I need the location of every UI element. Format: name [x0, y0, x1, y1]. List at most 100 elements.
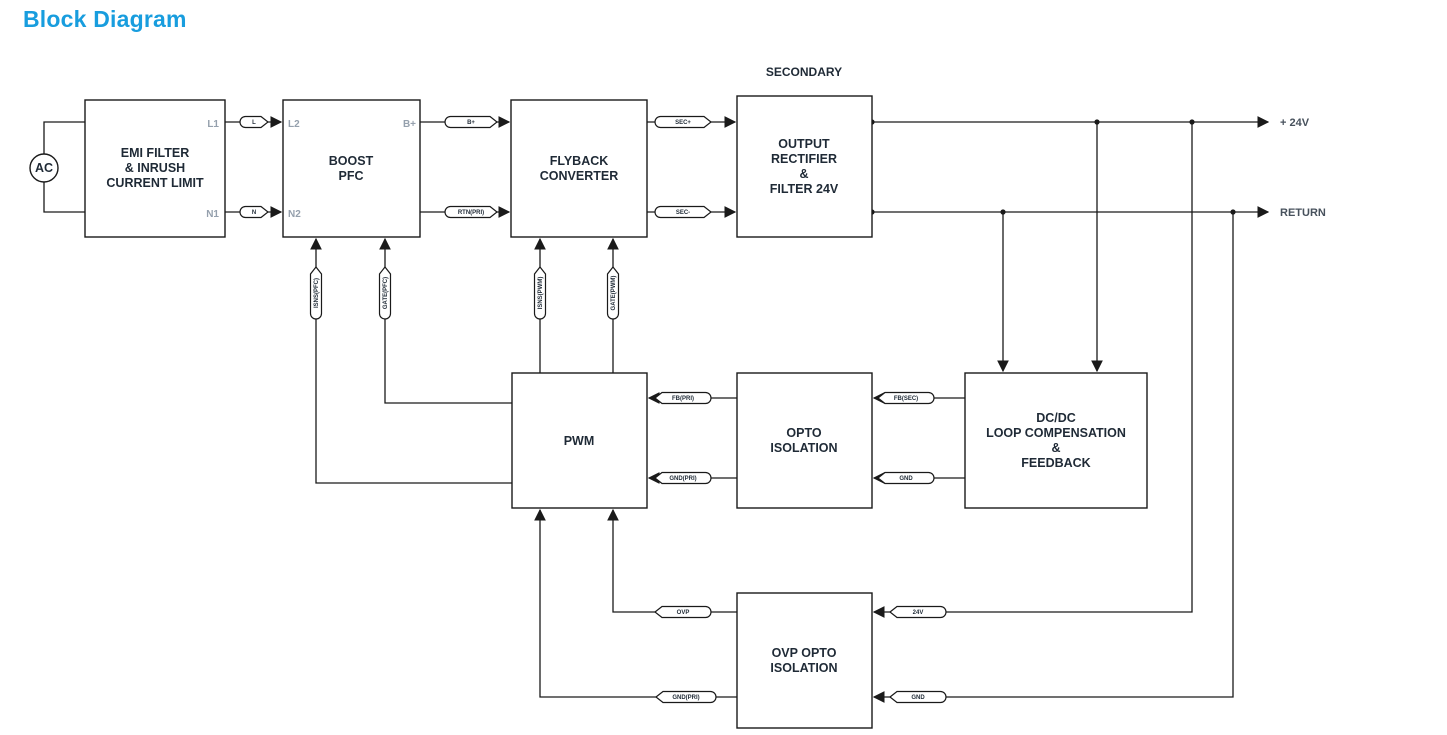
- net-flag-body: [877, 471, 935, 485]
- block-flyback-converter: FLYBACK CONVERTER: [510, 99, 648, 238]
- block-label: &: [1051, 441, 1060, 455]
- net-flag-gnd-sec: GND: [877, 471, 935, 485]
- net-flag-sec-plus: SEC+: [654, 115, 712, 129]
- block-label: FEEDBACK: [1021, 456, 1090, 470]
- block-label: CONVERTER: [540, 169, 618, 183]
- block-emi-filter: EMI FILTER & INRUSH CURRENT LIMIT: [84, 99, 226, 238]
- block-label: OVP OPTO: [772, 646, 837, 660]
- wire-ac-top: [43, 121, 85, 154]
- output-return-label: RETURN: [1280, 207, 1326, 219]
- block-label: BOOST: [329, 154, 374, 168]
- block-label: LOOP COMPENSATION: [986, 426, 1126, 440]
- block-label: &: [799, 167, 808, 181]
- net-flag-body: [309, 266, 323, 320]
- net-flag-body: [654, 391, 712, 405]
- net-flag-sec-minus: SEC-: [654, 205, 712, 219]
- net-flag-label: RTN(PRI): [458, 210, 484, 216]
- net-flag-body: [606, 266, 620, 320]
- net-flag-label: FB(SEC): [894, 396, 918, 402]
- wire-ovp-gnd-pri: [534, 508, 737, 698]
- net-flag-label: GND: [899, 476, 913, 482]
- net-flag-body: [877, 391, 935, 405]
- port-n2: N2: [288, 209, 301, 220]
- net-flag-ovp-gnd-pri: GND(PRI): [655, 690, 717, 704]
- net-flag-body: [444, 115, 498, 129]
- net-flag-l: L: [239, 115, 269, 129]
- net-flag-label: FB(PRI): [672, 396, 694, 402]
- net-flag-label: SEC+: [675, 120, 691, 126]
- net-flag-body: [654, 605, 712, 619]
- output-24v-label: + 24V: [1280, 117, 1310, 129]
- net-flag-isns-pfc: ISNS(PFC): [309, 266, 323, 320]
- wire-ovp: [607, 508, 737, 613]
- page-title: Block Diagram: [23, 6, 187, 32]
- net-flag-gate-pfc: GATE(PFC): [378, 266, 392, 320]
- net-flag-fb-sec: FB(SEC): [877, 391, 935, 405]
- net-flag-ovp: OVP: [654, 605, 712, 619]
- net-flag-label: L: [252, 120, 256, 126]
- wire-24v-to-ovp: [872, 122, 1193, 618]
- wire-return-to-ovp: [872, 212, 1234, 703]
- port-bplus: B+: [403, 119, 416, 130]
- block-pwm: PWM: [511, 372, 648, 509]
- block-label: FLYBACK: [550, 154, 609, 168]
- net-flag-body: [889, 690, 947, 704]
- ac-source-label: AC: [35, 161, 53, 175]
- net-flag-body: [444, 205, 498, 219]
- block-label: DC/DC: [1036, 411, 1076, 425]
- net-flag-label: GND: [911, 695, 925, 701]
- junction-dots: [869, 119, 1236, 215]
- net-flag-body: [654, 115, 712, 129]
- net-flag-gnd-pri: GND(PRI): [654, 471, 712, 485]
- block-output-rectifier: OUTPUT RECTIFIER & FILTER 24V: [736, 95, 873, 238]
- net-flag-body: [533, 266, 547, 320]
- net-flag-gate-pwm: GATE(PWM): [606, 266, 620, 320]
- block-label: ISOLATION: [770, 441, 837, 455]
- block-label: OPTO: [786, 426, 821, 440]
- block-label: OUTPUT: [778, 137, 830, 151]
- net-flag-label: SEC-: [676, 210, 690, 216]
- port-n1: N1: [206, 209, 219, 220]
- block-label: RECTIFIER: [771, 152, 837, 166]
- block-label: PFC: [339, 169, 364, 183]
- net-flag-label: OVP: [677, 610, 690, 616]
- net-flag-ovp-gnd: GND: [889, 690, 947, 704]
- net-flag-body: [239, 205, 269, 219]
- block-dcdc-loop-compensation: DC/DC LOOP COMPENSATION & FEEDBACK: [964, 372, 1148, 509]
- wire-gate-pfc: [379, 237, 512, 404]
- net-flag-ovp-24v: 24V: [889, 605, 947, 619]
- block-boost-pfc: BOOST PFC: [282, 99, 421, 238]
- net-flag-label: ISNS(PWM): [538, 277, 544, 310]
- net-flag-label: ISNS(PFC): [314, 278, 320, 308]
- net-flag-body: [654, 205, 712, 219]
- net-flag-label: GND(PRI): [669, 476, 696, 482]
- block-label: ISOLATION: [770, 661, 837, 675]
- block-opto-isolation: OPTO ISOLATION: [736, 372, 873, 509]
- wire-isns-pfc: [310, 237, 512, 484]
- block-label: FILTER 24V: [770, 182, 839, 196]
- ac-source: AC: [29, 153, 59, 183]
- block-label: EMI FILTER: [121, 146, 190, 160]
- net-flag-fb-pri: FB(PRI): [654, 391, 712, 405]
- net-flag-label: 24V: [913, 610, 924, 616]
- port-l1: L1: [207, 119, 219, 130]
- ac-source-circle: [29, 153, 59, 183]
- net-flag-body: [378, 266, 392, 320]
- net-flag-body: [889, 605, 947, 619]
- wire-ac-bottom: [43, 182, 85, 213]
- net-flag-label: GATE(PFC): [383, 277, 389, 309]
- block-label: & INRUSH: [125, 161, 185, 175]
- net-flag-isns-pwm: ISNS(PWM): [533, 266, 547, 320]
- net-flag-label: N: [252, 210, 256, 216]
- secondary-label: SECONDARY: [766, 65, 842, 79]
- net-flag-rtn-pri: RTN(PRI): [444, 205, 498, 219]
- block-ovp-opto-isolation: OVP OPTO ISOLATION: [736, 592, 873, 729]
- net-flag-body: [239, 115, 269, 129]
- net-flag-bplus: B+: [444, 115, 498, 129]
- net-flag-label: GND(PRI): [672, 695, 699, 701]
- net-flag-label: B+: [467, 120, 475, 126]
- net-flag-body: [654, 471, 712, 485]
- net-flag-n: N: [239, 205, 269, 219]
- port-l2: L2: [288, 119, 300, 130]
